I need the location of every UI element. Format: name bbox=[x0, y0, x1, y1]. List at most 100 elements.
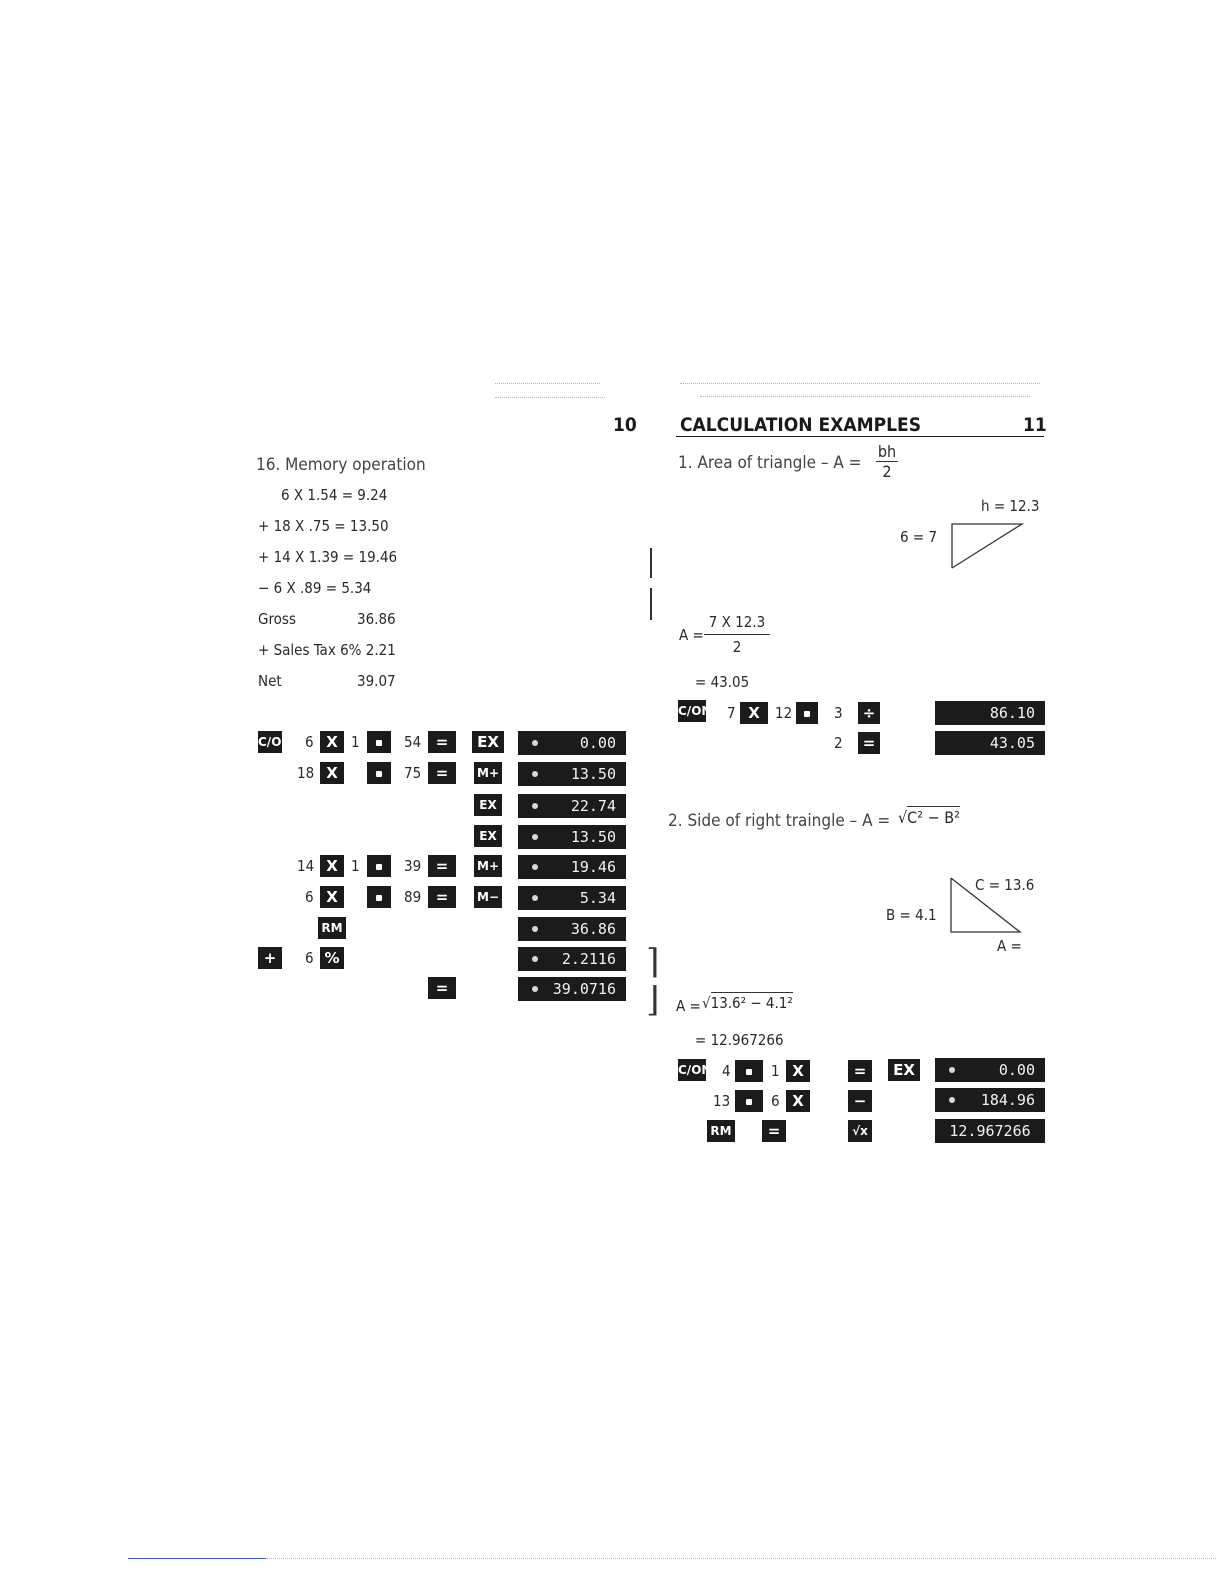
display-readout: 43.05 bbox=[935, 731, 1045, 755]
formula-denominator: 2 bbox=[882, 462, 892, 481]
scan-edge bbox=[266, 1558, 1216, 1559]
fraction-bar bbox=[704, 634, 770, 635]
entry-number: 4 bbox=[722, 1062, 731, 1080]
equals-key: = bbox=[428, 977, 456, 999]
leg-b-label: B = 4.1 bbox=[886, 906, 937, 924]
display-value: 0.00 bbox=[998, 1061, 1035, 1079]
problem-line: + 18 X .75 = 13.50 bbox=[258, 517, 389, 535]
gutter-bracket: ⌉ bbox=[646, 942, 660, 982]
gross-label: Gross bbox=[258, 610, 296, 628]
gutter-mark bbox=[650, 588, 652, 620]
m-plus-key: M+ bbox=[474, 855, 502, 877]
display-indicator-icon bbox=[949, 1067, 955, 1073]
display-value: 2.2116 bbox=[561, 950, 616, 968]
page-number-left: 10 bbox=[613, 414, 637, 436]
section-title: 16. Memory operation bbox=[256, 455, 426, 475]
calc-radicand: 13.6² − 4.1² bbox=[710, 992, 793, 1012]
display-readout: 2.2116 bbox=[518, 947, 626, 971]
display-value: 5.34 bbox=[579, 889, 616, 907]
entry-number: 18 bbox=[297, 764, 315, 782]
times-key: X bbox=[320, 886, 344, 908]
scan-underline bbox=[128, 1558, 266, 1559]
decimal-key bbox=[367, 731, 391, 753]
times-key: X bbox=[786, 1090, 810, 1112]
decimal-dot-icon bbox=[746, 1098, 752, 1105]
decimal-key bbox=[367, 855, 391, 877]
m-minus-key: M− bbox=[474, 886, 502, 908]
display-indicator-icon bbox=[532, 956, 538, 962]
display-readout: 5.34 bbox=[518, 886, 626, 910]
clear-on-key: C/ON bbox=[678, 700, 711, 722]
example2-calc: √13.6² − 4.1² bbox=[702, 992, 793, 1012]
decimal-dot-icon bbox=[746, 1068, 752, 1075]
entry-number: 6 bbox=[305, 888, 314, 906]
equals-key: = bbox=[428, 855, 456, 877]
fraction-bar bbox=[876, 461, 898, 462]
display-value: 184.96 bbox=[980, 1091, 1035, 1109]
clear-on-key: C/ON bbox=[678, 1059, 711, 1081]
scan-artifact bbox=[495, 397, 605, 398]
display-indicator-icon bbox=[532, 771, 538, 777]
times-key: X bbox=[320, 731, 344, 753]
decimal-dot-icon bbox=[804, 710, 810, 717]
display-readout: 22.74 bbox=[518, 794, 626, 818]
display-readout: 184.96 bbox=[935, 1088, 1045, 1112]
decimal-dot-icon bbox=[376, 863, 382, 870]
scan-artifact bbox=[700, 396, 1030, 397]
display-indicator-icon bbox=[532, 895, 538, 901]
entry-number: 89 bbox=[404, 888, 422, 906]
decimal-dot-icon bbox=[376, 894, 382, 901]
decimal-key bbox=[735, 1090, 763, 1112]
display-indicator-icon bbox=[532, 926, 538, 932]
height-label: h = 12.3 bbox=[981, 497, 1040, 515]
decimal-key bbox=[796, 702, 818, 724]
calc-numerator: 7 X 12.3 bbox=[708, 613, 766, 631]
triangle-shape bbox=[951, 523, 1025, 569]
example2-title: 2. Side of right traingle – A = bbox=[668, 811, 891, 831]
scan-artifact bbox=[495, 383, 600, 384]
display-value: 13.50 bbox=[570, 765, 616, 783]
display-indicator-icon bbox=[532, 803, 538, 809]
scan-artifact bbox=[680, 383, 1040, 384]
display-readout: 0.00 bbox=[935, 1058, 1045, 1082]
decimal-dot-icon bbox=[376, 770, 382, 777]
equals-key: = bbox=[428, 762, 456, 784]
example1-result: = 43.05 bbox=[695, 673, 750, 691]
ex-key: EX bbox=[474, 825, 502, 847]
decimal-key bbox=[735, 1060, 763, 1082]
header-rule bbox=[676, 436, 1044, 437]
times-key: X bbox=[786, 1060, 810, 1082]
decimal-dot-icon bbox=[376, 739, 382, 746]
page-number-right: 11 bbox=[1023, 414, 1047, 436]
times-key: X bbox=[320, 762, 344, 784]
header-title: CALCULATION EXAMPLES bbox=[680, 414, 922, 436]
clear-on-key: C/ON bbox=[258, 731, 291, 753]
rm-key: RM bbox=[318, 917, 346, 939]
display-value: 39.0716 bbox=[552, 980, 616, 998]
decimal-key bbox=[367, 762, 391, 784]
net-label: Net bbox=[258, 672, 282, 690]
display-readout: 36.86 bbox=[518, 917, 626, 941]
display-value: 36.86 bbox=[570, 920, 616, 938]
display-indicator-icon bbox=[532, 740, 538, 746]
example1-formula: bh 2 bbox=[876, 442, 898, 481]
triangle-shape bbox=[950, 877, 1022, 933]
example1-title: 1. Area of triangle – A = bbox=[678, 453, 862, 473]
equals-key: = bbox=[762, 1120, 786, 1142]
display-value: 86.10 bbox=[989, 704, 1035, 722]
equals-key: = bbox=[428, 731, 456, 753]
display-value: 22.74 bbox=[570, 797, 616, 815]
net-value: 39.07 bbox=[357, 672, 396, 690]
entry-number: 6 bbox=[771, 1092, 780, 1110]
gross-value: 36.86 bbox=[357, 610, 396, 628]
base-label: 6 = 7 bbox=[900, 528, 938, 546]
formula-radicand: C² − B² bbox=[907, 806, 960, 827]
display-value: 13.50 bbox=[570, 828, 616, 846]
decimal-key bbox=[367, 886, 391, 908]
example1-calc-fraction: 7 X 12.3 2 bbox=[704, 613, 770, 656]
minus-key: − bbox=[848, 1090, 872, 1112]
display-readout: 12.967266 bbox=[935, 1119, 1045, 1143]
display-indicator-icon bbox=[949, 1097, 955, 1103]
equals-key: = bbox=[428, 886, 456, 908]
entry-number: 7 bbox=[727, 704, 736, 722]
